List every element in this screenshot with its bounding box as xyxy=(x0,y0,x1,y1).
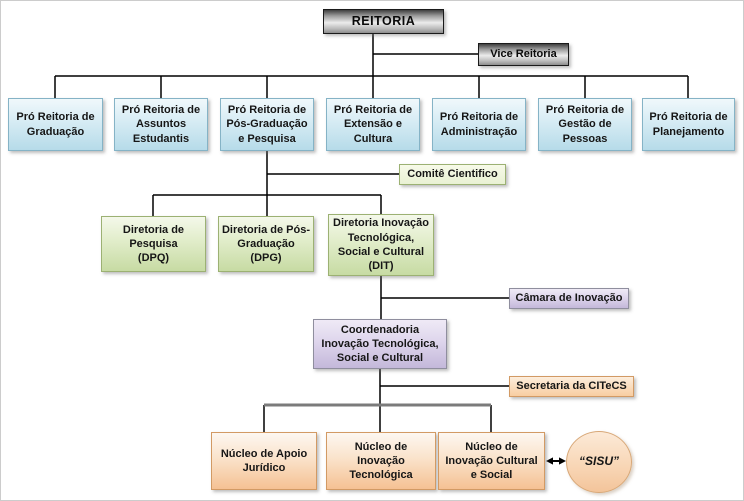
node-label: Comitê Cientifico xyxy=(407,168,498,181)
node-label: Vice Reitoria xyxy=(490,48,557,61)
node-reitoria: REITORIA xyxy=(323,9,444,34)
node-vice-reitoria: Vice Reitoria xyxy=(478,43,569,66)
node-camara-inovacao: Câmara de Inovação xyxy=(509,288,629,309)
node-sisu: “SISU” xyxy=(566,431,632,493)
node-nucleo-apoio-juridico: Núcleo de Apoio Jurídico xyxy=(211,432,317,490)
node-label: Núcleo de Inovação Tecnológica xyxy=(349,440,413,482)
node-comite-cientifico: Comitê Cientifico xyxy=(399,164,506,185)
node-label: Pró Reitoria de Gestão de Pessoas xyxy=(545,104,625,145)
node-pro-reitoria-gestao-pessoas: Pró Reitoria de Gestão de Pessoas xyxy=(538,98,632,151)
node-diretoria-pesquisa: Diretoria de Pesquisa (DPQ) xyxy=(101,216,206,272)
bidirectional-arrow-icon xyxy=(546,457,566,465)
node-label: REITORIA xyxy=(351,14,416,29)
node-pro-reitoria-planejamento: Pró Reitoria de Planejamento xyxy=(642,98,735,151)
node-pro-reitoria-extensao-cultura: Pró Reitoria de Extensão e Cultura xyxy=(326,98,420,151)
black-connectors xyxy=(54,34,689,432)
node-diretoria-inovacao: Diretoria Inovação Tecnológica, Social e… xyxy=(328,214,434,276)
node-label: Pró Reitoria de Extensão e Cultura xyxy=(333,104,413,145)
node-label: Núcleo de Inovação Cultural e Social xyxy=(445,440,538,482)
node-label: Diretoria de Pesquisa (DPQ) xyxy=(122,223,185,265)
node-pro-reitoria-assuntos-estudantis: Pró Reitoria de Assuntos Estudantis xyxy=(114,98,208,151)
node-label: Diretoria de Pós- Graduação (DPG) xyxy=(221,223,311,265)
node-label: Câmara de Inovação xyxy=(515,292,623,305)
node-label: Pró Reitoria de Assuntos Estudantis xyxy=(121,104,201,145)
node-label: “SISU” xyxy=(578,454,619,469)
node-label: Pró Reitoria de Planejamento xyxy=(649,111,728,138)
node-diretoria-pos-graduacao: Diretoria de Pós- Graduação (DPG) xyxy=(218,216,314,272)
node-label: Pró Reitoria de Administração xyxy=(439,111,519,138)
node-label: Coordenadoria Inovação Tecnológica, Soci… xyxy=(321,323,439,365)
node-secretaria-citecs: Secretaria da CITeCS xyxy=(509,376,634,397)
node-label: Núcleo de Apoio Jurídico xyxy=(220,447,308,474)
node-pro-reitoria-administracao: Pró Reitoria de Administração xyxy=(432,98,526,151)
node-pro-reitoria-graduacao: Pró Reitoria de Graduação xyxy=(8,98,103,151)
node-nucleo-inovacao-tecnologica: Núcleo de Inovação Tecnológica xyxy=(326,432,436,490)
node-nucleo-inovacao-cultural-social: Núcleo de Inovação Cultural e Social xyxy=(438,432,545,490)
node-label: Pró Reitoria de Graduação xyxy=(16,111,95,138)
node-pro-reitoria-pos-graduacao-pesquisa: Pró Reitoria de Pós-Graduação e Pesquisa xyxy=(220,98,314,151)
node-label: Secretaria da CITeCS xyxy=(516,380,627,393)
node-coordenadoria-citecs: Coordenadoria Inovação Tecnológica, Soci… xyxy=(313,319,447,369)
node-label: Diretoria Inovação Tecnológica, Social e… xyxy=(333,217,429,273)
node-label: Pró Reitoria de Pós-Graduação e Pesquisa xyxy=(226,104,308,145)
